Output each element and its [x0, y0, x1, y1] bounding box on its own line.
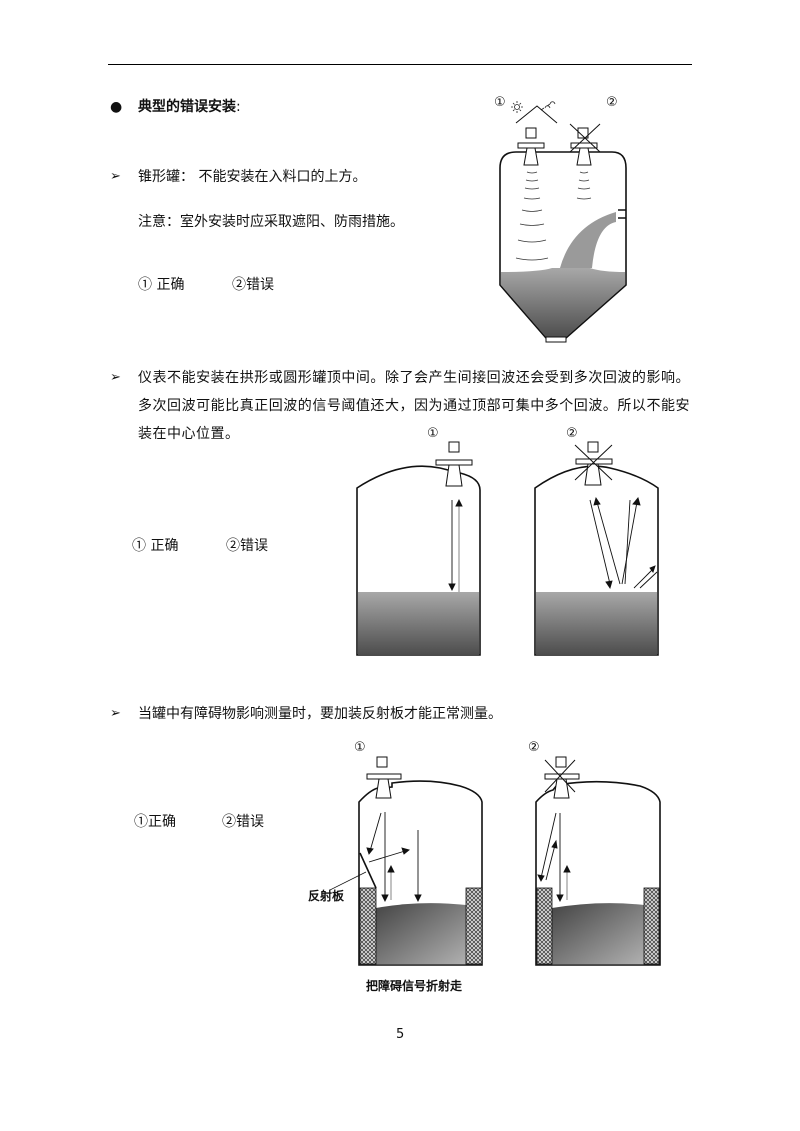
filled-circle-bullet-icon: ●: [110, 99, 123, 115]
heading-colon: :: [236, 99, 241, 115]
item3-legend-wrong: ②错误: [222, 814, 264, 830]
fig3-label-2: ②: [528, 740, 540, 755]
fig2-label-1: ①: [427, 426, 439, 441]
item1-note: 注意：室外安装时应采取遮阳、防雨措施。: [138, 214, 404, 230]
item1-legend-correct: ① 正确: [138, 277, 185, 293]
section-heading-text: 典型的错误安装: [138, 99, 236, 115]
item2-legend-correct: ① 正确: [132, 538, 179, 554]
item3-legend-correct: ①正确: [134, 814, 176, 830]
reflector-label: 反射板: [308, 889, 345, 903]
fig1-label-1: ①: [494, 95, 506, 110]
arrowhead-bullet-icon: ➢: [110, 370, 121, 385]
roof-shelter-icon: [515, 105, 558, 124]
item1-text: 锥形罐： 不能安装在入料口的上方。: [138, 169, 367, 185]
item2-text: 仪表不能安装在拱形或圆形罐顶中间。除了会产生间接回波还会受到多次回波的影响。多次…: [138, 370, 690, 442]
item3-text: 当罐中有障碍物影响测量时，要加装反射板才能正常测量。: [138, 706, 502, 722]
fig3-caption: 把障碍信号折射走: [366, 979, 463, 993]
arrowhead-bullet-icon: ➢: [110, 706, 121, 721]
arrowhead-bullet-icon: ➢: [110, 169, 121, 184]
cross-out-icon: [569, 123, 601, 153]
page-number: 5: [396, 1027, 405, 1042]
reflector-plate: [359, 852, 377, 889]
item2-legend-wrong: ②错误: [226, 538, 268, 554]
fig3-label-1: ①: [354, 740, 366, 755]
sun-icon: [511, 101, 523, 113]
rain-icon: [540, 101, 556, 111]
section-heading: 典型的错误安装:: [138, 97, 241, 117]
item1-legend-wrong: ②错误: [232, 277, 274, 293]
fig1-label-2: ②: [606, 95, 618, 110]
fig2-label-2: ②: [566, 426, 578, 441]
header-rule: [108, 64, 692, 65]
